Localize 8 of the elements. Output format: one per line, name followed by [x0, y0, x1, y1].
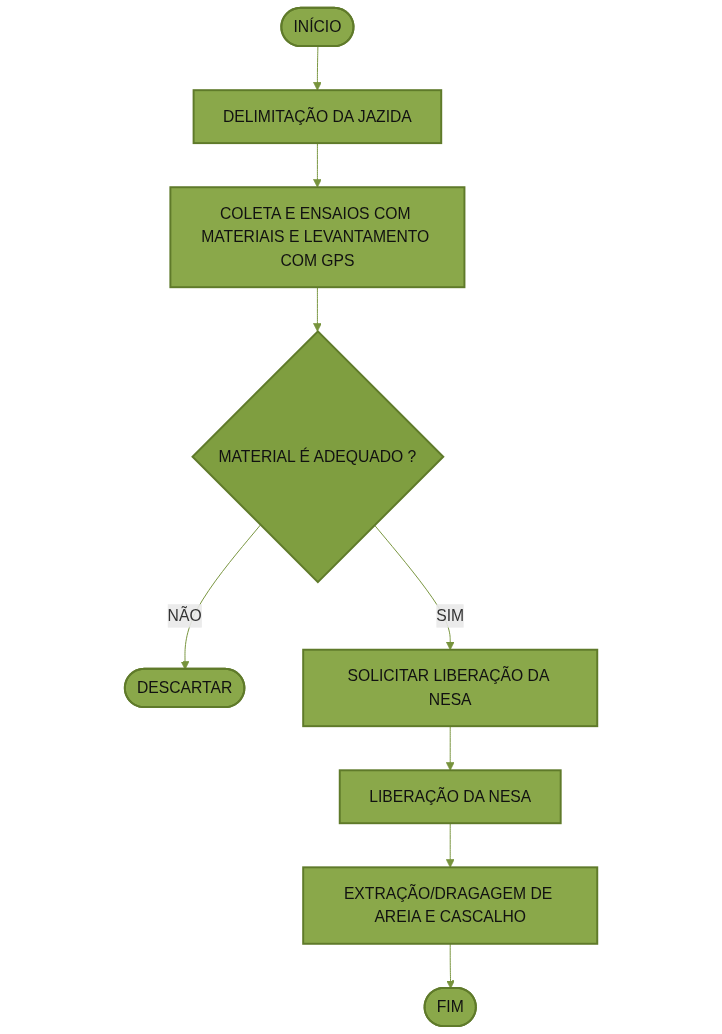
node-box: DELIMITAÇÃO DA JAZIDA [192, 89, 443, 145]
edge-label: NÃO [167, 607, 202, 624]
node-box: COLETA E ENSAIOS COM MATERIAIS E LEVANTAMENTO COM GPS [169, 186, 466, 289]
node-diamond: MATERIAL É ADEQUADO ? [191, 329, 445, 584]
node-box: EXTRAÇÃO/DRAGAGEM DE AREIA E CASCALHO [302, 866, 599, 945]
node-box: SOLICITAR LIBERAÇÃO DA NESA [302, 648, 599, 728]
edge-label: SIM [436, 607, 465, 624]
node-box: LIBERAÇÃO DA NESA [338, 769, 562, 825]
